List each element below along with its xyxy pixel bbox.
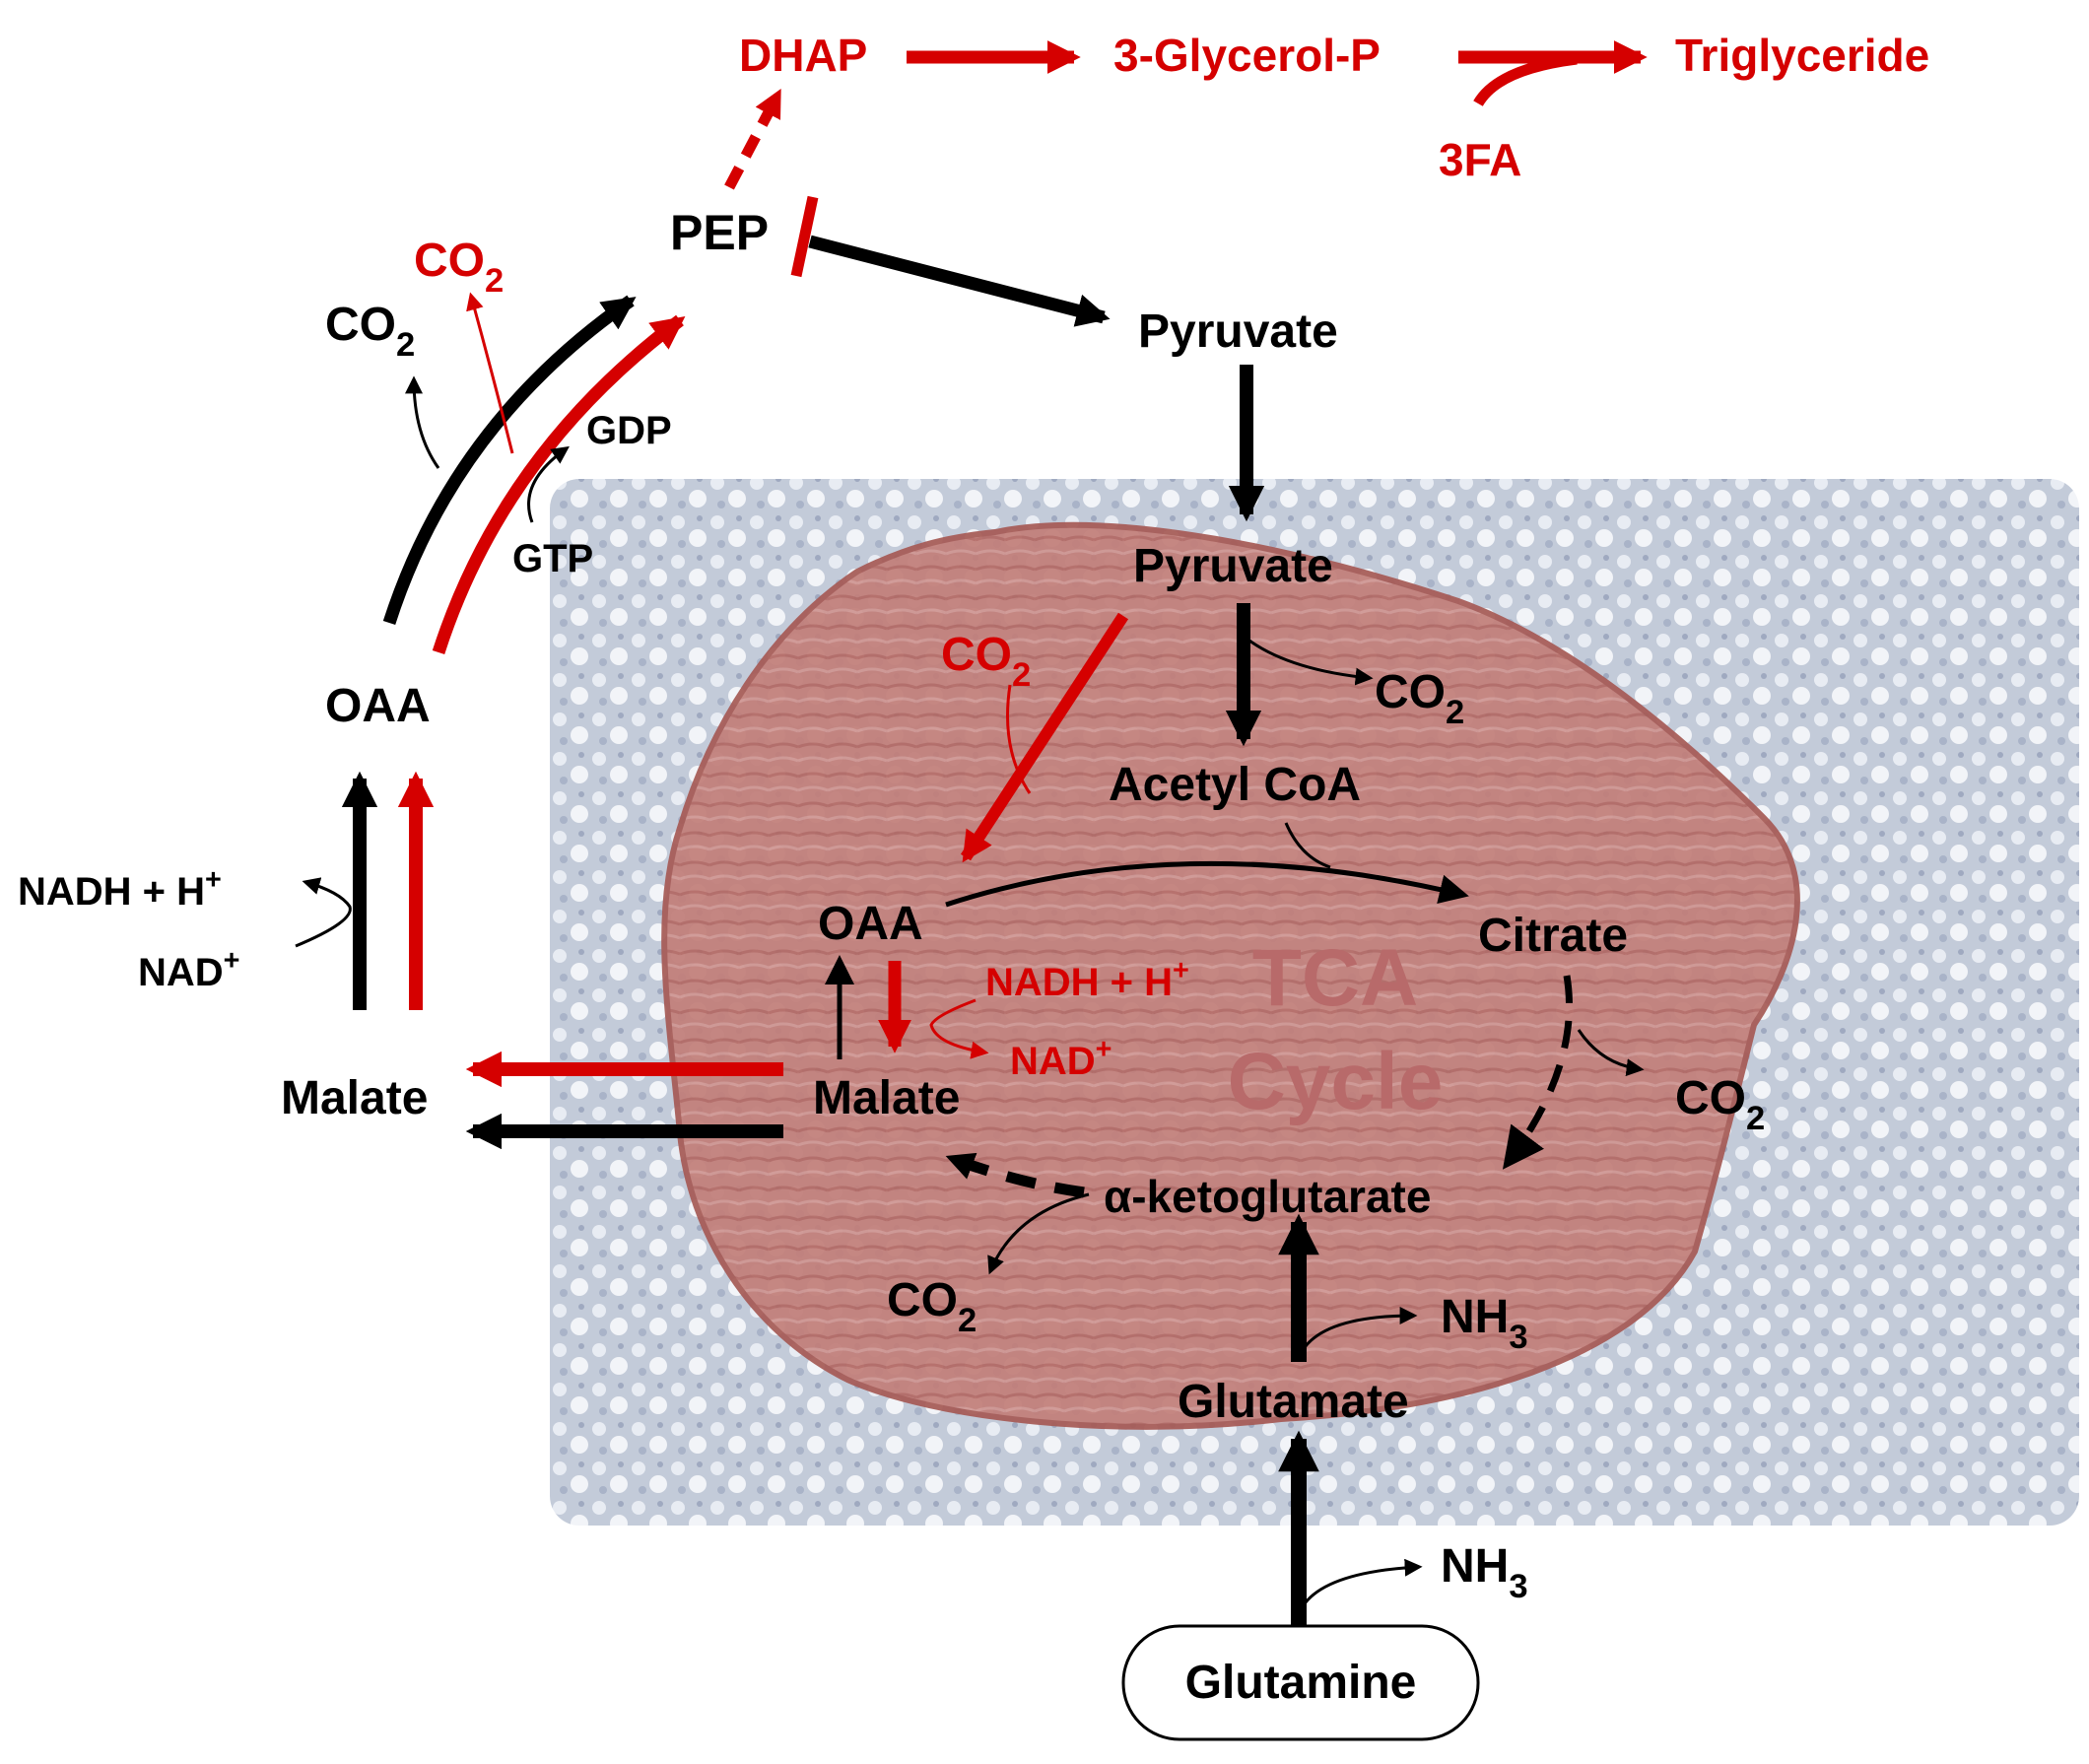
akg-co2-arrow xyxy=(987,1192,1090,1275)
cytosol-oaa-label: OAA xyxy=(325,680,431,732)
gtp-to-gdp-arrow xyxy=(527,445,570,523)
cytosol-nad-label: NAD+ xyxy=(138,945,240,994)
pyruvate-to-oaa-red-arrow xyxy=(960,612,1129,863)
co2-black-label: CO2 xyxy=(325,299,415,364)
co2-release-black-arrow xyxy=(405,375,440,469)
co2-release-red-arrow xyxy=(466,292,514,454)
oaa-to-pep-black-arrow xyxy=(382,295,637,625)
tca-cycle-label-line2: Cycle xyxy=(1228,1037,1444,1126)
acetyl-coa-label: Acetyl CoA xyxy=(1109,759,1361,811)
glutamate-label: Glutamate xyxy=(1178,1376,1409,1428)
cytosol-nadh-label: NADH + H+ xyxy=(18,864,222,914)
glutamine-box xyxy=(1121,1624,1480,1741)
3fa-input-arrow xyxy=(1473,53,1578,106)
3fa-label: 3FA xyxy=(1439,134,1521,185)
cytosol-pyruvate-label: Pyruvate xyxy=(1138,305,1338,358)
mito-co2-red-label: CO2 xyxy=(941,629,1031,694)
pep-to-dhap-dashed-arrow xyxy=(724,88,783,190)
pep-inhibition-bar xyxy=(790,195,819,278)
oaa-to-citrate-arrow xyxy=(945,860,1469,908)
pep-to-pyruvate-arrow xyxy=(808,235,1111,327)
co2-red-label: CO2 xyxy=(414,235,504,300)
mito-nad-red-label: NAD+ xyxy=(1010,1034,1112,1083)
glutamine-nh3-arrow xyxy=(1301,1558,1423,1607)
akg-to-malate-dashed-arrow xyxy=(945,1152,1085,1198)
mito-malate-label: Malate xyxy=(813,1072,960,1124)
glycerol3p-label: 3-Glycerol-P xyxy=(1113,30,1381,81)
alpha-ketoglutarate-label: α-ketoglutarate xyxy=(1104,1171,1431,1222)
pyruvate-co2-arrow xyxy=(1248,639,1374,686)
mito-pyruvate-label: Pyruvate xyxy=(1133,540,1333,592)
nadh-to-nad-red-arrow xyxy=(929,998,989,1059)
gdp-label: GDP xyxy=(586,409,672,452)
triglyceride-label: Triglyceride xyxy=(1675,30,1929,81)
nad-to-nadh-arrow xyxy=(295,877,352,948)
citrate-label: Citrate xyxy=(1478,910,1628,962)
dhap-label: DHAP xyxy=(739,30,867,81)
cytosol-malate-label: Malate xyxy=(281,1072,428,1124)
oaa-to-pep-red-arrow xyxy=(432,314,686,654)
mitochondrion xyxy=(661,521,1800,1430)
akg-co2-label: CO2 xyxy=(887,1274,977,1339)
glutamine-nh3-label: NH3 xyxy=(1441,1540,1528,1605)
mito-nadh-red-label: NADH + H+ xyxy=(985,955,1189,1004)
tca-cycle-label-line1: TCA xyxy=(1252,933,1419,1023)
mito-oaa-label: OAA xyxy=(818,898,923,950)
co2-input-red-arrow xyxy=(1006,684,1032,794)
citrate-co2-label: CO2 xyxy=(1675,1072,1765,1137)
glutamine-label: Glutamine xyxy=(1185,1657,1417,1709)
pep-label: PEP xyxy=(670,205,769,260)
glutamate-nh3-arrow xyxy=(1301,1307,1418,1351)
acetylcoa-join-arrow xyxy=(1284,822,1331,869)
citrate-to-akg-dashed-arrow xyxy=(1502,975,1573,1170)
mito-pyruvate-co2-label: CO2 xyxy=(1375,666,1464,731)
citrate-co2-arrow xyxy=(1577,1029,1645,1077)
gtp-label: GTP xyxy=(512,537,593,580)
glutamate-nh3-label: NH3 xyxy=(1441,1291,1528,1356)
